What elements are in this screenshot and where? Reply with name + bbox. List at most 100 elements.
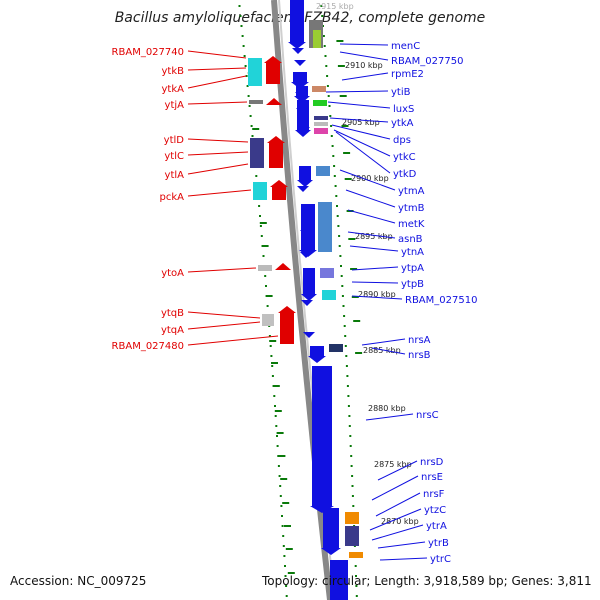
inner-dotted-ring [349, 435, 352, 437]
outer-dotted-ring [258, 205, 261, 207]
outer-dotted-ring [279, 485, 282, 487]
gene-label-ytlA: ytlA [165, 170, 185, 181]
inner-dotted-ring [327, 95, 330, 97]
gene-label-nrsA: nrsA [408, 335, 431, 346]
gene-label-ytkA: ytkA [391, 118, 414, 129]
inner-dotted-ring [334, 185, 337, 187]
inner-dotted-ring [350, 465, 353, 467]
inner-dotted-ring [341, 285, 344, 287]
gene-label-ytpB: ytpB [401, 279, 424, 290]
gene-leader-line [371, 524, 424, 541]
forward-gene-arrowhead [301, 300, 313, 306]
ruler-label: 2875 kbp [374, 460, 412, 469]
inner-dotted-ring [344, 335, 347, 337]
reverse-gene-block [253, 182, 267, 200]
gene-label-ytrA: ytrA [426, 521, 447, 532]
inner-dotted-ring [326, 85, 329, 87]
forward-gene-arrowhead [294, 96, 310, 103]
reverse-gene-block [250, 138, 264, 168]
ruler-tick [348, 238, 356, 240]
gene-label-nrsF: nrsF [423, 489, 445, 500]
forward-gene-block [345, 526, 359, 546]
forward-gene-block [312, 86, 326, 92]
reverse-gene-block [280, 312, 294, 344]
gene-leader-line [377, 460, 418, 481]
outer-dotted-ring [241, 35, 244, 37]
gene-leader-line [187, 101, 248, 105]
gene-label-ytlC: ytlC [164, 151, 184, 162]
ruler-tick [353, 320, 361, 322]
ruler-tick [285, 548, 293, 550]
ruler-label: 2915 kbp [316, 2, 354, 11]
outer-dotted-ring [277, 455, 280, 457]
forward-gene-block [301, 204, 315, 250]
gene-leader-line [375, 492, 421, 517]
gene-leader-line [361, 338, 406, 346]
outer-dotted-ring [274, 415, 277, 417]
gene-leader-line [341, 72, 389, 81]
ruler-label: 2885 kbp [363, 346, 401, 355]
ruler-label: 2900 kbp [351, 174, 389, 183]
inner-dotted-ring [322, 35, 325, 37]
outer-dotted-ring [250, 125, 253, 127]
forward-gene-arrowhead [295, 92, 307, 98]
outer-dotted-ring [276, 435, 278, 437]
forward-gene-block [314, 122, 328, 126]
outer-dotted-ring [247, 95, 250, 97]
outer-dotted-ring [284, 565, 286, 567]
gene-leader-line [347, 231, 396, 239]
gene-label-nrsB: nrsB [408, 350, 431, 361]
outer-dotted-ring [266, 305, 269, 307]
reverse-gene-arrowhead [266, 98, 282, 105]
forward-gene-arrowhead [288, 42, 306, 49]
forward-gene-block [290, 0, 304, 42]
outer-dotted-ring [262, 255, 265, 257]
forward-gene-arrowhead [292, 48, 304, 54]
gene-label-ytpA: ytpA [401, 263, 424, 274]
inner-dotted-ring [344, 345, 347, 347]
outer-dotted-ring [238, 5, 241, 7]
reverse-gene-arrowhead [275, 263, 291, 270]
forward-gene-arrowhead [300, 230, 312, 236]
inner-dotted-ring [345, 355, 348, 357]
outer-dotted-ring [255, 175, 258, 177]
gene-leader-line [187, 75, 247, 89]
ruler-tick [265, 295, 273, 297]
outer-dotted-ring [274, 405, 276, 407]
forward-gene-arrowhead [303, 332, 315, 338]
outer-dotted-ring [271, 375, 274, 377]
ruler-tick [336, 40, 344, 42]
outer-dotted-ring [275, 425, 278, 427]
gene-label-RBAM_027480: RBAM_027480 [112, 341, 184, 352]
forward-gene-block [316, 166, 330, 176]
gene-label-ytmA: ytmA [398, 186, 425, 197]
gene-label-rpmE2: rpmE2 [391, 69, 424, 80]
ruler-tick [351, 296, 359, 298]
gene-label-ytrB: ytrB [428, 538, 449, 549]
forward-gene-block [310, 346, 324, 356]
gene-label-dps: dps [393, 135, 411, 146]
inner-dotted-ring [351, 485, 354, 487]
outer-dotted-ring [271, 365, 274, 367]
outer-dotted-ring [239, 15, 242, 17]
gene-leader-line [187, 163, 249, 175]
gene-leader-line [377, 541, 426, 549]
gene-leader-line [187, 189, 252, 197]
inner-dotted-ring [336, 215, 339, 217]
gene-leader-line [339, 43, 389, 46]
inner-dotted-ring [336, 205, 338, 207]
outer-dotted-ring [281, 525, 284, 527]
ruler-tick [287, 572, 295, 574]
gene-label-nrsE: nrsE [421, 472, 443, 483]
ruler-tick [355, 352, 363, 354]
inner-dotted-ring [339, 255, 342, 257]
inner-dotted-ring [350, 455, 353, 457]
outer-dotted-ring [243, 55, 246, 57]
inner-dotted-ring [338, 245, 341, 247]
forward-gene-arrowhead [300, 252, 312, 258]
inner-dotted-ring [341, 295, 344, 297]
reverse-gene-block [266, 62, 280, 84]
gene-leader-line [349, 245, 399, 252]
outer-dotted-ring [265, 285, 267, 287]
inner-dotted-ring [324, 55, 327, 57]
